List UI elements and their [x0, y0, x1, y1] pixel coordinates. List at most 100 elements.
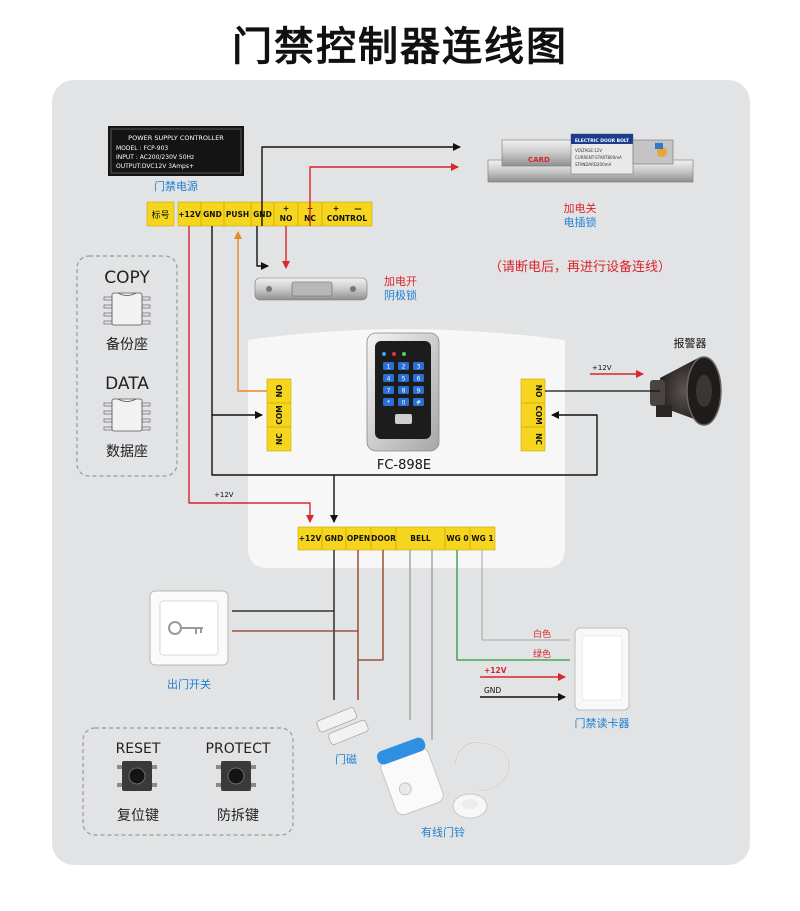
buttons-box: RESET PROTECT 复位键 防拆键 — [82, 727, 294, 836]
bolt-caption-blue: 电插锁 — [564, 215, 597, 229]
plate-line-4: OUTPUT:DVC12V 3Amps+ — [116, 163, 194, 170]
power-supply: POWER SUPPLY CONTROLLER MODEL : FCP-903 … — [108, 126, 244, 193]
plate-line-1: POWER SUPPLY CONTROLLER — [128, 134, 224, 142]
wire-main-12v — [188, 226, 314, 523]
bolt-lock: ELECTRIC DOOR BOLT VOLTAGE:12V CURRENT:S… — [487, 133, 694, 229]
alarm-voltage: +12V — [592, 364, 612, 372]
alarm-device: 报警器 +12V — [592, 336, 722, 426]
exit-button-device: 出门开关 — [149, 590, 229, 691]
key-4: 4 — [387, 376, 391, 383]
reset-switch-icon — [117, 761, 157, 791]
protect-caption: 防拆键 — [217, 808, 259, 824]
key-0: 0 — [402, 400, 406, 407]
relay-left-nc: NC — [275, 433, 284, 445]
bolt-lock-body — [501, 139, 575, 167]
main-terminal-open: OPEN — [347, 534, 370, 543]
exit-button-caption: 出门开关 — [167, 677, 211, 691]
relay-right-com: COM — [534, 405, 543, 424]
data-caption: 数据座 — [106, 444, 148, 460]
wire-gnd-loop — [211, 411, 598, 476]
reader-caption: 门禁读卡器 — [575, 716, 630, 730]
copy-label: COPY — [104, 268, 150, 288]
wire-bolt-gnd — [261, 143, 461, 226]
relay-left-com: COM — [275, 405, 284, 424]
reader-plus-label: +12V — [484, 666, 507, 675]
main-terminal-bell: BELL — [410, 534, 431, 543]
wire-push-relay — [234, 231, 267, 392]
alarm-caption: 报警器 — [674, 336, 707, 350]
wire-door-down — [358, 550, 384, 661]
main-terminal-12v: +12V — [299, 534, 322, 543]
wire-wg1 — [481, 550, 570, 641]
relay-right: NO COM NC — [520, 378, 546, 452]
terminal-no: NO — [280, 214, 293, 223]
wire-wg0 — [456, 550, 570, 661]
main-terminal-door: DOOR — [371, 534, 396, 543]
key-7: 7 — [387, 388, 391, 395]
bolt-brand: CARD — [528, 156, 550, 164]
doorbell-device: 有线门铃 — [376, 737, 511, 839]
relay-left: NO COM NC — [266, 378, 292, 452]
chip-box-frame — [76, 255, 178, 477]
key-2: 2 — [402, 364, 406, 371]
reset-label: RESET — [116, 741, 161, 757]
terminal-push: PUSH — [226, 210, 249, 219]
key-hash: # — [416, 400, 421, 407]
key-6: 6 — [417, 376, 421, 383]
power-supply-caption: 门禁电源 — [154, 179, 198, 193]
protect-label: PROTECT — [206, 741, 271, 757]
bolt-label-3: STANDARD200mA — [575, 162, 612, 167]
terminal-no-plus: + — [283, 204, 289, 213]
keypad-keys: 1 2 3 4 5 6 7 8 9 * 0 # — [383, 362, 424, 407]
reader-green-label: 绿色 — [533, 648, 551, 660]
bolt-label-1: VOLTAGE:12V — [575, 148, 602, 153]
keypad-device: 1 2 3 4 5 6 7 8 9 * 0 # FC-898E — [366, 332, 440, 473]
relay-right-nc: NC — [534, 433, 543, 445]
copy-caption: 备份座 — [106, 336, 148, 353]
buttons-box-frame — [82, 727, 294, 836]
terminal-gnd-1: GND — [203, 210, 222, 219]
keypad-model: FC-898E — [377, 458, 431, 473]
strike-caption-red: 加电开 — [384, 275, 417, 288]
plate-line-3: INPUT : AC200/230V 50Hz — [116, 154, 194, 161]
wires — [188, 143, 660, 740]
key-icon — [168, 621, 203, 635]
reset-caption: 复位键 — [117, 807, 159, 824]
doorbell-caption: 有线门铃 — [421, 825, 465, 839]
key-1: 1 — [387, 364, 391, 371]
key-5: 5 — [402, 376, 406, 383]
wire-bolt-nc — [309, 163, 459, 226]
chip-box: COPY 备份座 DATA 数据座 — [76, 255, 178, 477]
main-voltage-label: +12V — [214, 491, 234, 499]
protect-switch-icon — [216, 761, 256, 791]
card-reader-device: 门禁读卡器 白色 绿色 +12V GND — [484, 627, 630, 730]
page-title: 门禁控制器连线图 — [232, 24, 568, 70]
terminal-control: CONTROL — [327, 214, 367, 223]
relay-left-no: NO — [275, 385, 284, 398]
terminal-control-plus: + — [333, 204, 339, 213]
copy-chip — [103, 292, 151, 326]
key-8: 8 — [402, 388, 406, 395]
bolt-caption-red: 加电关 — [564, 201, 597, 215]
data-label: DATA — [105, 374, 149, 394]
main-terminal-strip: +12V GND OPEN DOOR BELL WG 0 WG 1 +12V — [214, 491, 496, 551]
power-terminal-strip: 标号 +12V GND PUSH GND + NO + NC + — CONTR… — [146, 201, 373, 227]
bolt-plate-text: ELECTRIC DOOR BOLT — [575, 138, 630, 144]
main-terminal-gnd: GND — [325, 534, 344, 543]
terminal-control-minus: — — [354, 204, 362, 213]
door-sensor-caption: 门磁 — [335, 752, 357, 766]
data-chip — [103, 398, 151, 432]
bolt-label-2: CURRENT:START800mA — [575, 155, 622, 160]
terminal-12v: +12V — [178, 210, 201, 219]
strike-lock: 加电开 阴极锁 — [254, 275, 417, 302]
reader-gnd-label: GND — [484, 686, 501, 695]
main-terminal-wg1: WG 1 — [471, 534, 493, 543]
reader-white-label: 白色 — [533, 628, 551, 640]
strike-caption-blue: 阴极锁 — [384, 288, 417, 302]
key-star: * — [387, 400, 390, 407]
tag-label: 标号 — [151, 209, 169, 221]
key-3: 3 — [417, 364, 421, 371]
power-supply-plate — [108, 126, 244, 176]
plate-line-2: MODEL : FCP-903 — [116, 145, 168, 152]
